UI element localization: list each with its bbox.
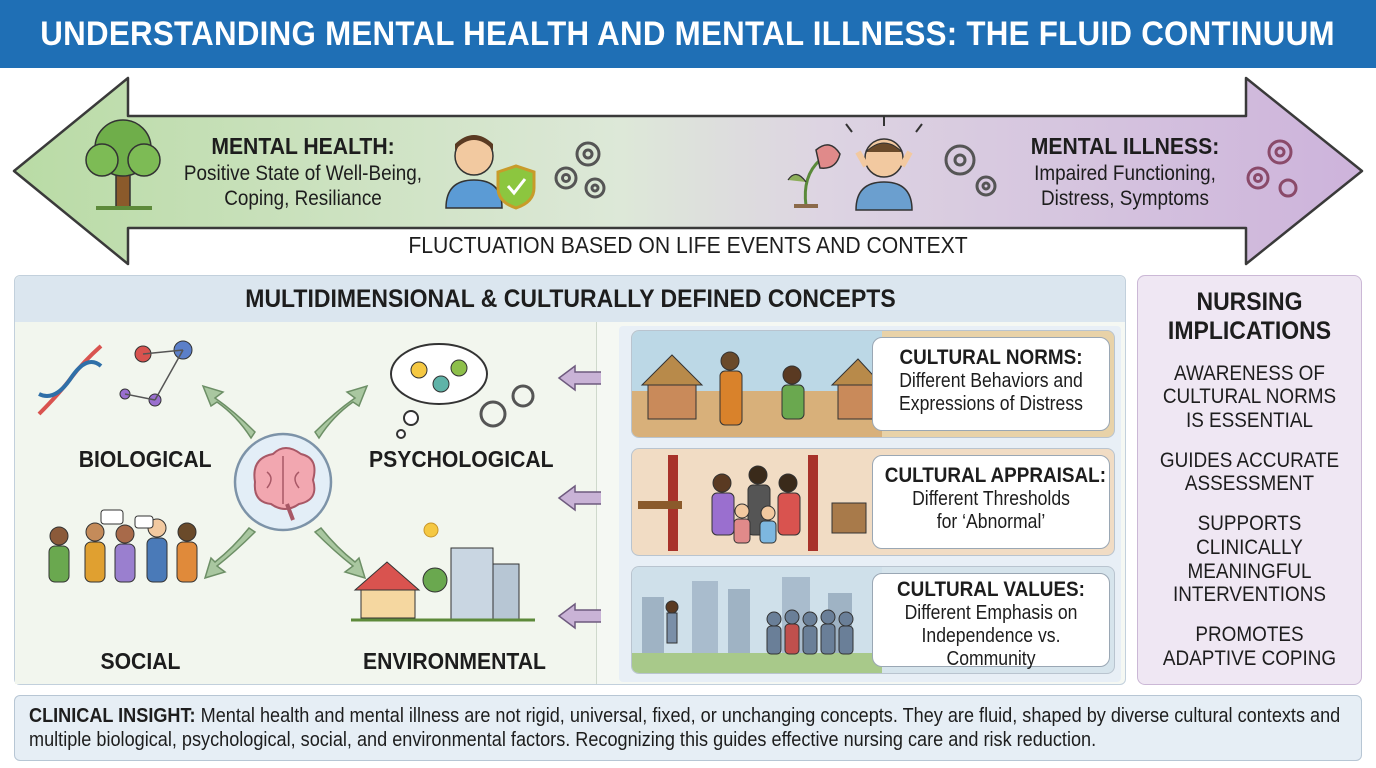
nursing-item-line: AWARENESS OF: [1174, 361, 1325, 385]
nursing-item-line: GUIDES ACCURATE: [1159, 448, 1340, 472]
dimension-psychological: PSYCHOLOGICAL: [369, 446, 554, 472]
nursing-item-line: IS ESSENTIAL: [1185, 408, 1314, 432]
concepts-header: MULTIDIMENSIONAL & CULTURALLY DEFINED CO…: [15, 276, 1125, 322]
dna-neuron-icon: [37, 340, 193, 416]
nursing-item-coping: PROMOTES ADAPTIVE COPING: [1149, 623, 1350, 670]
cultural-values-text: CULTURAL VALUES: Different Emphasis on I…: [872, 573, 1110, 670]
nursing-item-line: INTERVENTIONS: [1173, 583, 1326, 607]
cultural-appraisal-line-2: for ‘Abnormal’: [936, 511, 1046, 534]
mental-health-title: MENTAL HEALTH:: [211, 133, 395, 159]
nursing-item-assessment: GUIDES ACCURATE ASSESSMENT: [1149, 449, 1350, 496]
cultural-values-line-2: Independence vs.: [921, 625, 1061, 648]
family-scene-icon: [638, 455, 867, 551]
cultural-appraisal-title: CULTURAL APPRAISAL:: [884, 464, 1106, 487]
fluctuation-caption: FLUCTUATION BASED ON LIFE EVENTS AND CON…: [408, 232, 968, 258]
clinical-insight-text: CLINICAL INSIGHT: Mental health and ment…: [29, 704, 1350, 752]
continuum-arrow: [12, 76, 1364, 266]
nursing-title: NURSING IMPLICATIONS: [1147, 288, 1352, 346]
nursing-item-line: SUPPORTS CLINICALLY: [1196, 512, 1303, 559]
mental-illness-desc-2: Distress, Symptoms: [1040, 186, 1210, 210]
nursing-item-line: ASSESSMENT: [1184, 472, 1315, 496]
clinical-insight-box: CLINICAL INSIGHT: Mental health and ment…: [14, 695, 1362, 761]
city-crowd-icon: [632, 567, 882, 673]
mental-illness-label: MENTAL ILLNESS: Impaired Functioning, Di…: [1012, 133, 1238, 211]
cultural-arrows: [557, 364, 601, 630]
concepts-title: MULTIDIMENSIONAL & CULTURALLY DEFINED CO…: [244, 284, 896, 313]
clinical-insight-body: Mental health and mental illness are not…: [29, 705, 1341, 751]
wilted-flower-icon: [787, 144, 841, 208]
tree-icon: [85, 119, 161, 210]
nursing-item-line: MEANINGFUL: [1187, 559, 1312, 583]
nursing-item-interventions: SUPPORTS CLINICALLY MEANINGFUL INTERVENT…: [1149, 512, 1350, 607]
cultural-column: CULTURAL NORMS: Different Behaviors and …: [619, 326, 1121, 682]
brain-icon: [233, 432, 333, 532]
mental-health-desc-2: Coping, Resiliance: [224, 186, 382, 210]
mental-health-label: MENTAL HEALTH: Positive State of Well-Be…: [162, 133, 444, 211]
cultural-norms-line-1: Different Behaviors and: [899, 370, 1083, 393]
page-title: UNDERSTANDING MENTAL HEALTH AND MENTAL I…: [40, 14, 1336, 53]
title-banner: UNDERSTANDING MENTAL HEALTH AND MENTAL I…: [0, 0, 1376, 68]
house-city-icon: [351, 522, 535, 622]
cultural-values-line-3: Community: [946, 648, 1036, 671]
social-group-icon: [48, 509, 198, 583]
dimension-arrows: [201, 384, 369, 580]
gears-icon-dark: [944, 144, 997, 197]
dimension-social: SOCIAL: [100, 648, 181, 674]
cultural-values-card: CULTURAL VALUES: Different Emphasis on I…: [631, 566, 1115, 674]
thought-bubble-icon: [390, 343, 535, 439]
mental-illness-title: MENTAL ILLNESS:: [1030, 133, 1220, 159]
nursing-implications-panel: NURSING IMPLICATIONS AWARENESS OF CULTUR…: [1137, 275, 1362, 685]
dimension-biological: BIOLOGICAL: [78, 446, 212, 472]
nursing-item-line: ADAPTIVE COPING: [1162, 646, 1337, 670]
dimensions-illustration: [37, 340, 535, 622]
nursing-item-line: PROMOTES: [1195, 622, 1304, 646]
person-shield-icon: [445, 135, 536, 210]
concepts-panel: MULTIDIMENSIONAL & CULTURALLY DEFINED CO…: [14, 275, 1126, 685]
village-scene-icon: [632, 331, 882, 437]
clinical-insight-label: CLINICAL INSIGHT:: [29, 705, 196, 727]
dimension-environmental: ENVIRONMENTAL: [362, 648, 546, 674]
cultural-norms-card: CULTURAL NORMS: Different Behaviors and …: [631, 330, 1115, 438]
cultural-appraisal-line-1: Different Thresholds: [912, 488, 1070, 511]
nursing-item-awareness: AWARENESS OF CULTURAL NORMS IS ESSENTIAL: [1149, 362, 1350, 433]
cultural-values-line-1: Different Emphasis on: [904, 602, 1078, 625]
nursing-item-line: CULTURAL NORMS: [1162, 385, 1337, 409]
nursing-title-line-2: IMPLICATIONS: [1167, 316, 1332, 345]
stressed-person-icon: [845, 116, 923, 211]
cultural-appraisal-text: CULTURAL APPRAISAL: Different Thresholds…: [872, 455, 1110, 549]
mental-illness-desc-1: Impaired Functioning,: [1034, 161, 1216, 185]
cultural-norms-text: CULTURAL NORMS: Different Behaviors and …: [872, 337, 1110, 431]
cultural-norms-title: CULTURAL NORMS:: [899, 346, 1083, 369]
cultural-norms-line-2: Expressions of Distress: [899, 393, 1083, 416]
gears-icon: [554, 141, 606, 199]
cultural-values-title: CULTURAL VALUES:: [897, 578, 1085, 601]
mental-health-desc-1: Positive State of Well-Being,: [183, 161, 423, 185]
nursing-title-line-1: NURSING: [1196, 288, 1303, 316]
dimensions-area: BIOLOGICAL PSYCHOLOGICAL SOCIAL ENVIRONM…: [15, 322, 597, 684]
broken-gears-icon: [1246, 139, 1298, 198]
cultural-appraisal-card: CULTURAL APPRAISAL: Different Thresholds…: [631, 448, 1115, 556]
